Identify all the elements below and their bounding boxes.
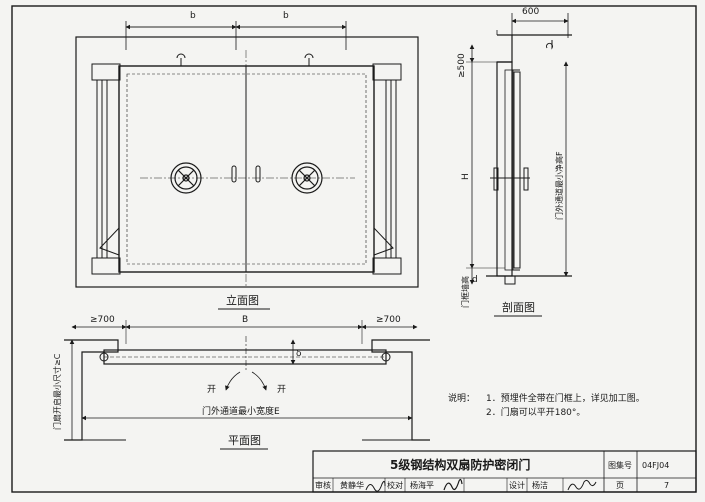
plan-caption: 平面图: [228, 434, 261, 447]
dim-700-right: ≥700: [376, 315, 401, 325]
check-signature: [443, 478, 463, 491]
section-wall: [496, 61, 513, 277]
elevation-view: [75, 21, 419, 288]
dim-delta: δ: [296, 349, 302, 359]
dim-B: B: [242, 315, 248, 325]
dim-b-right: b: [283, 11, 289, 21]
elevation-caption: 立面图: [226, 293, 259, 307]
review-label: 审核: [315, 480, 331, 490]
sheet-border: [11, 5, 697, 493]
dim-C: 门扇开启最小尺寸≥C: [52, 353, 62, 430]
section-left-label: 门框墙高: [460, 276, 470, 308]
right-hinge-column: [372, 63, 402, 275]
atlas-label: 图集号: [608, 460, 632, 470]
dim-600: 600: [522, 7, 539, 17]
plan-right-wall: [371, 339, 430, 441]
page-label: 页: [616, 481, 624, 490]
plan-view: [64, 320, 430, 441]
drawing-title: 5级钢结构双扇防护密闭门: [390, 457, 530, 472]
section-caption: 剖面图: [502, 300, 535, 314]
left-handle: [231, 165, 237, 183]
dim-E: 门外通道最小宽度E: [202, 405, 280, 417]
dim-H: H: [461, 173, 471, 180]
open-label-left: 开: [207, 384, 216, 395]
left-hinge-column: [91, 63, 121, 275]
atlas-number: 04FJ04: [642, 461, 669, 470]
review-name: 黄静华: [340, 480, 364, 490]
dim-b-left: b: [190, 11, 196, 21]
notes-line-2: 2．门扇可以平开180°。: [486, 406, 585, 418]
title-block: [312, 450, 697, 493]
door-inner-edge: [126, 73, 367, 265]
notes-line-1: 1．预埋件全带在门框上，详见加工图。: [486, 392, 645, 404]
design-signature: [567, 479, 597, 491]
notes-heading: 说明：: [448, 392, 475, 404]
review-signature: [365, 480, 386, 492]
dim-F: 门外通道最小净高F: [554, 151, 564, 220]
design-label: 设计: [509, 480, 525, 490]
dim-700-left: ≥700: [90, 315, 115, 325]
left-handwheel: [170, 162, 202, 194]
dim-d: d: [472, 275, 478, 285]
elevation-wall-opening: [75, 36, 419, 288]
page-number: 7: [664, 481, 669, 490]
dim-500: ≥500: [457, 53, 467, 78]
open-label-right: 开: [277, 384, 286, 395]
section-view: [466, 13, 572, 285]
check-label: 校对: [387, 480, 403, 490]
right-handwheel: [291, 162, 323, 194]
right-handle: [255, 165, 261, 183]
check-name: 杨海平: [410, 480, 434, 490]
section-door-leaf: [513, 71, 521, 269]
design-name: 杨洁: [532, 480, 548, 490]
